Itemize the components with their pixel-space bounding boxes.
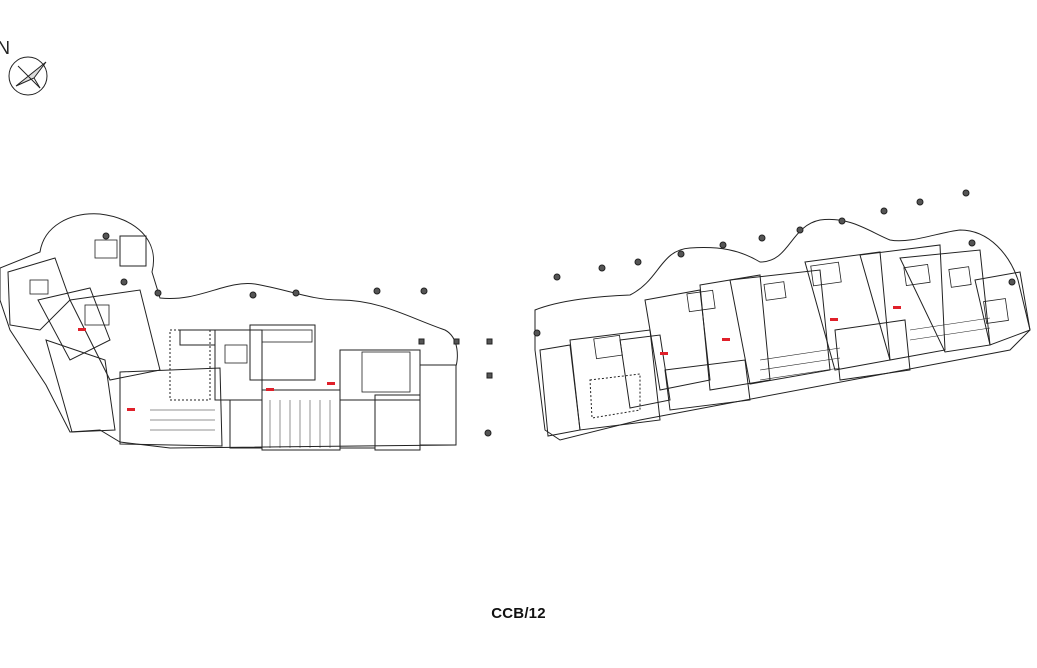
north-arrow-icon — [8, 56, 48, 96]
left-building-plan — [0, 213, 493, 451]
left-building-room-tags — [78, 328, 335, 411]
right-building-plan — [533, 189, 1031, 441]
sheet-code: CCB/12 — [491, 605, 546, 622]
right-building-room-tags — [660, 306, 901, 355]
north-label: N — [0, 38, 10, 58]
